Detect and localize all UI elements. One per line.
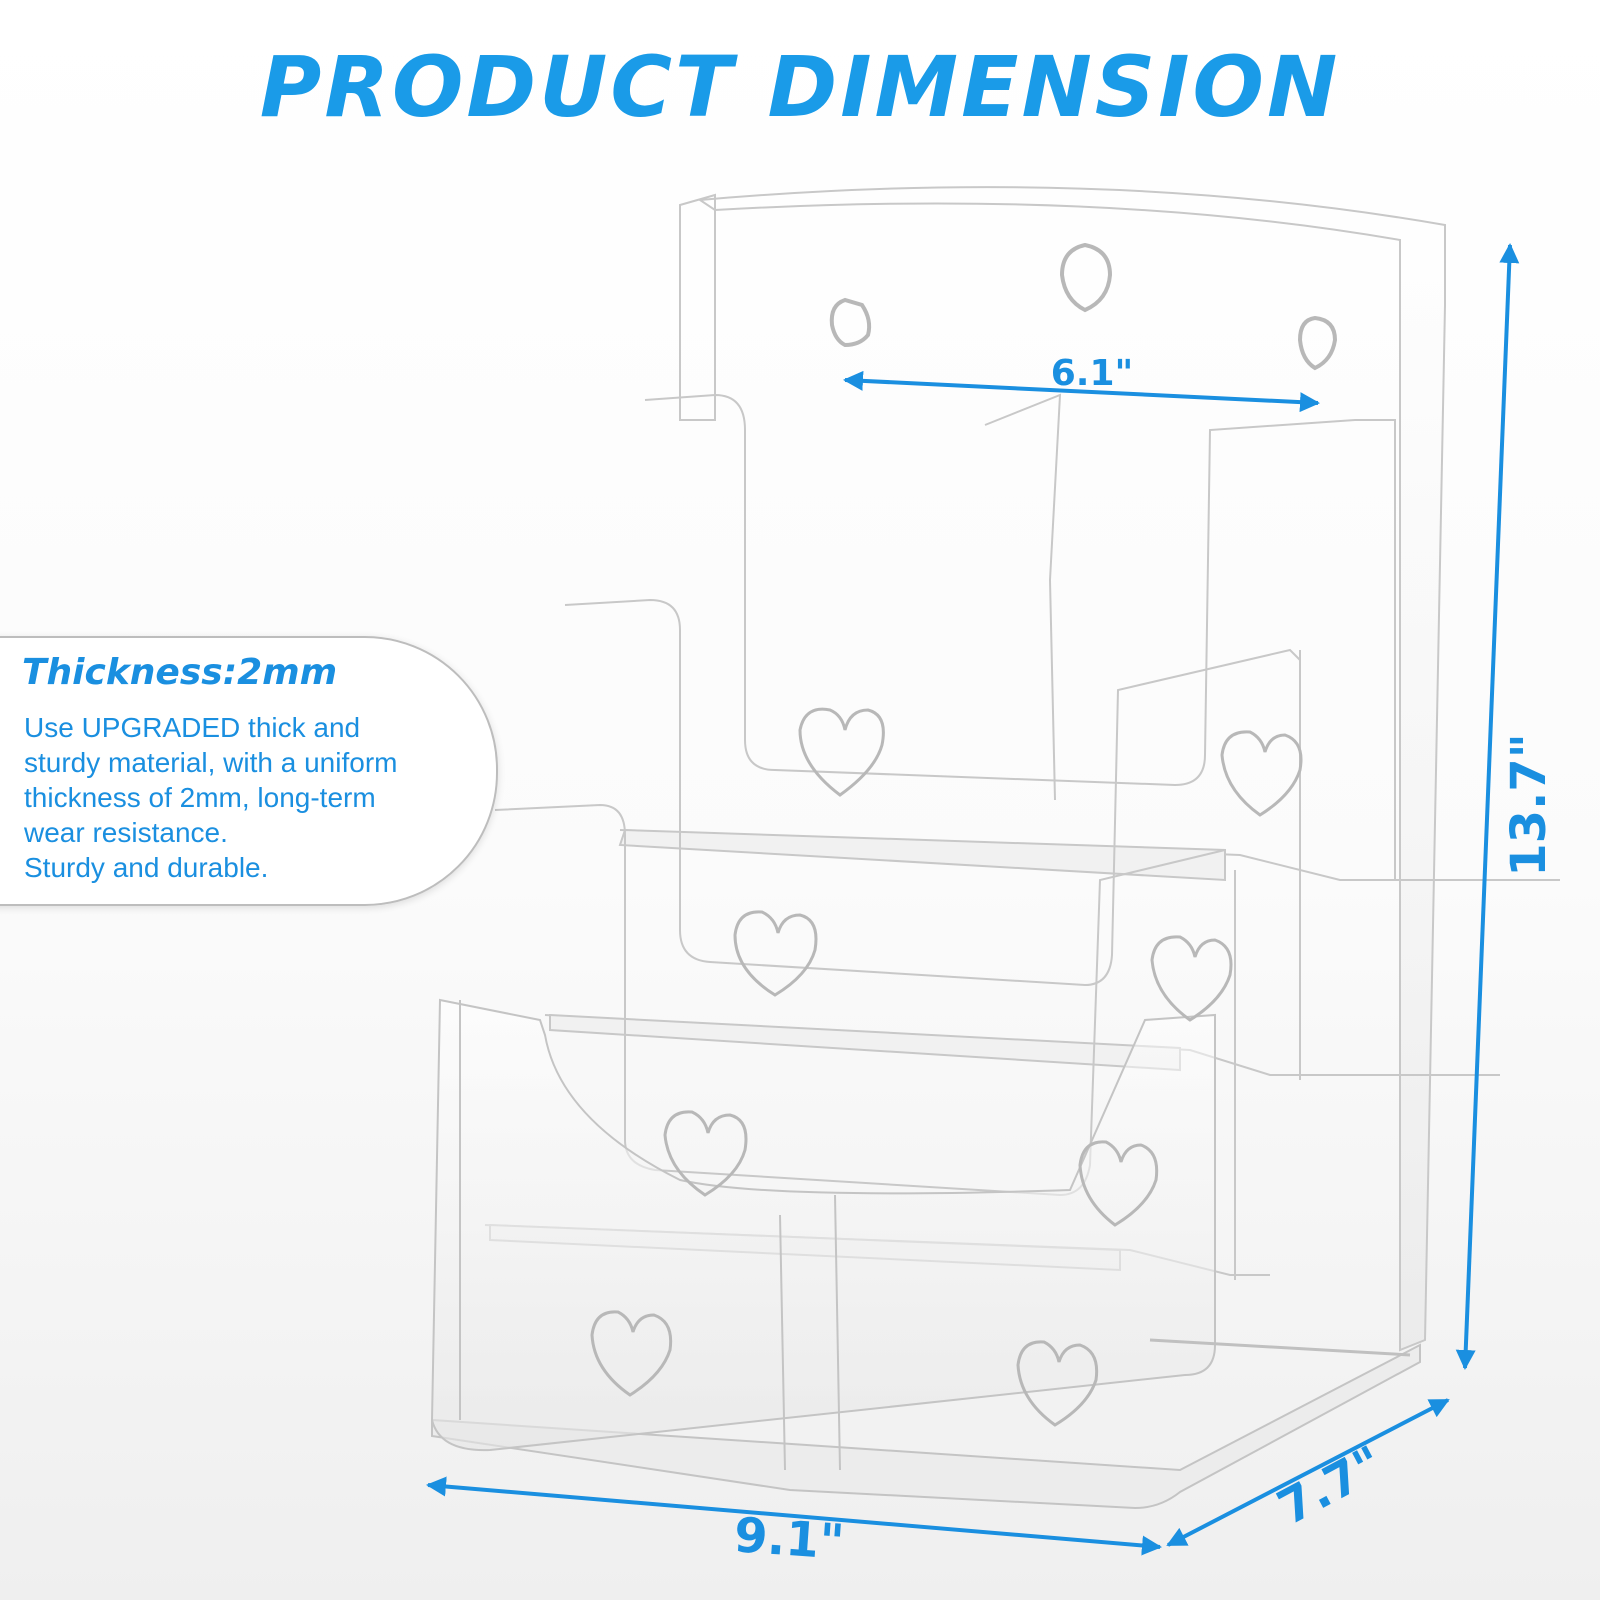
depth-arrow — [1166, 1398, 1450, 1547]
heart-icon — [733, 910, 818, 997]
heart-cutouts — [590, 707, 1303, 1427]
tier-4-pocket — [430, 998, 1216, 1471]
thickness-heading: Thickness:2mm — [22, 652, 338, 693]
hole-spacing-label: 6.1" — [1051, 353, 1134, 394]
height-arrow — [1455, 243, 1520, 1370]
keyhole-center — [1059, 242, 1113, 313]
keyhole-right — [1297, 315, 1338, 371]
depth-label: 7.7" — [1269, 1435, 1392, 1536]
hole-spacing-arrow — [843, 370, 1320, 413]
heart-icon — [1150, 935, 1233, 1022]
dimension-arrows — [426, 243, 1520, 1556]
support-strut — [1149, 1338, 1411, 1357]
tier-1-pocket — [618, 393, 1560, 882]
keyhole-left — [829, 297, 872, 348]
heart-icon — [1016, 1340, 1099, 1427]
heart-icon — [590, 1310, 673, 1397]
heart-icon — [1220, 730, 1303, 817]
tier-2-pocket — [544, 598, 1500, 1080]
thickness-description: Use UPGRADED thick and sturdy material, … — [24, 712, 398, 883]
height-label: 13.7" — [1501, 733, 1557, 876]
heart-icon — [1078, 1140, 1159, 1227]
heart-icon — [663, 1110, 748, 1197]
thickness-info-panel: Thickness:2mm Use UPGRADED thick and stu… — [0, 636, 498, 906]
page-title: PRODUCT DIMENSION — [259, 38, 1341, 136]
keyhole-hangers — [829, 242, 1338, 371]
width-label: 9.1" — [732, 1507, 846, 1571]
width-arrow — [426, 1476, 1162, 1556]
back-panel — [679, 186, 1446, 1352]
heart-icon — [798, 707, 885, 797]
